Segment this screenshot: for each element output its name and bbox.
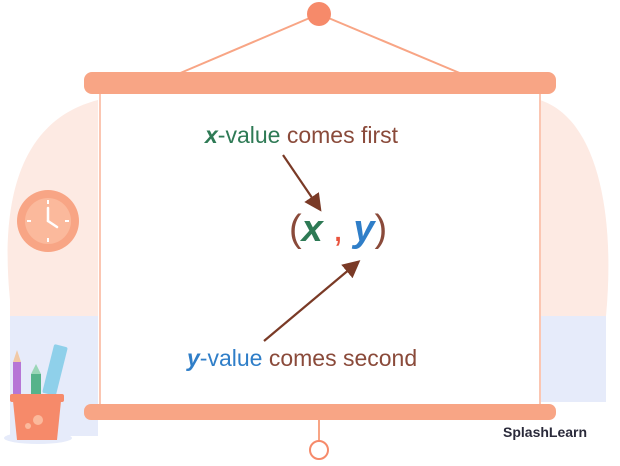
brand-logo: SplashLearn xyxy=(503,424,588,440)
screen-top-bar xyxy=(84,72,556,94)
y-value-label: y-value comes second xyxy=(187,345,417,372)
pencil-holder-icon xyxy=(4,344,72,444)
y-variable: y xyxy=(187,345,200,371)
pair-y: y xyxy=(353,208,375,250)
screen-bottom-bar xyxy=(84,404,556,420)
x-label-rest: comes first xyxy=(280,122,399,148)
pair-x: x xyxy=(301,208,323,250)
y-label-rest: comes second xyxy=(262,345,418,371)
x-value-label: x-value comes first xyxy=(205,122,398,149)
projector-screen xyxy=(99,89,541,409)
hanger-string-left xyxy=(177,13,320,75)
pair-open-paren: ( xyxy=(289,208,302,250)
x-variable: x xyxy=(205,122,218,148)
x-value-suffix: -value xyxy=(217,122,281,148)
ordered-pair: (x,y) xyxy=(289,208,387,251)
screen-hanger-icon xyxy=(307,2,331,26)
y-value-suffix: -value xyxy=(199,345,263,371)
arrow-to-x xyxy=(282,154,322,212)
wall-clock-icon xyxy=(17,190,79,252)
arrow-to-y xyxy=(263,260,361,342)
background-blob-right xyxy=(540,100,609,316)
pair-comma: , xyxy=(332,208,344,250)
pair-close-paren: ) xyxy=(374,208,388,250)
pull-ring-icon[interactable] xyxy=(309,440,329,460)
background-floor-right xyxy=(540,316,606,402)
hanger-string-right xyxy=(318,13,463,75)
